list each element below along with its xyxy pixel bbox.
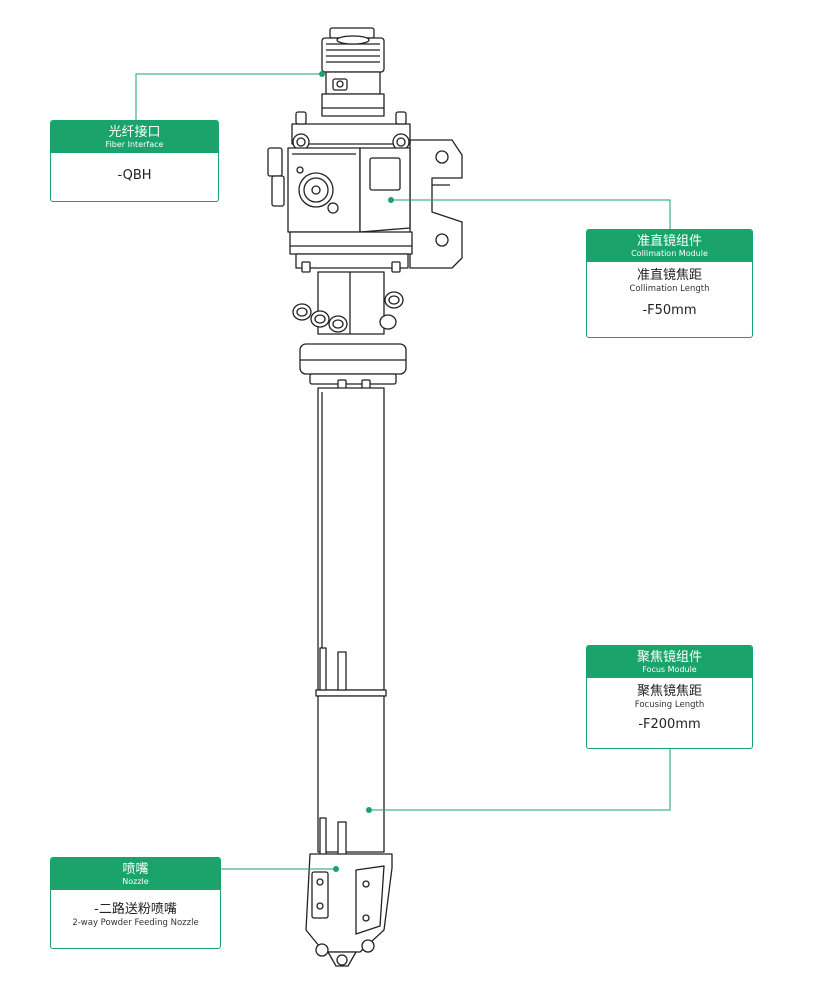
callout-title-cn: 喷嘴 — [122, 862, 149, 877]
fiber-leader — [135, 73, 322, 120]
callout-title-cn: 光纤接口 — [108, 125, 161, 140]
callout-body: -QBH — [51, 153, 218, 184]
focus-leader — [369, 748, 671, 811]
callout-title-en: Fiber Interface — [105, 140, 164, 149]
fiber-connector — [321, 27, 385, 117]
callout-collimation-module: 准直镜组件 Collimation Module 准直镜焦距 Collimati… — [586, 229, 753, 338]
callout-title-en: Focus Module — [642, 665, 697, 674]
callout-header: 聚焦镜组件 Focus Module — [587, 646, 752, 678]
callout-header: 喷嘴 Nozzle — [51, 858, 220, 890]
callout-title-cn: 聚焦镜组件 — [636, 650, 702, 665]
callout-body: -二路送粉喷嘴 2-way Powder Feeding Nozzle — [51, 890, 220, 929]
collimation-spec-cn: 准直镜焦距 — [636, 268, 702, 283]
collimation-block — [267, 111, 463, 273]
focus-value: -F200mm — [638, 717, 701, 732]
fiber-value: -QBH — [117, 168, 152, 183]
focus-spec-cn: 聚焦镜焦距 — [636, 684, 702, 699]
callout-title-cn: 准直镜组件 — [636, 234, 702, 249]
nozzle-value-cn: -二路送粉喷嘴 — [94, 902, 177, 917]
nozzle-assembly — [305, 853, 393, 967]
collimation-value: -F50mm — [642, 303, 697, 318]
nozzle-leader-dot — [333, 866, 339, 872]
fiber-leader-dot — [319, 71, 325, 77]
focus-leader-dot — [366, 807, 372, 813]
collimation-leader-dot — [388, 197, 394, 203]
callout-focus-module: 聚焦镜组件 Focus Module 聚焦镜焦距 Focusing Length… — [586, 645, 753, 749]
callout-body: 聚焦镜焦距 Focusing Length -F200mm — [587, 678, 752, 733]
collimation-leader — [391, 199, 671, 230]
flange — [299, 343, 407, 391]
callout-header: 光纤接口 Fiber Interface — [51, 121, 218, 153]
callout-title-en: Nozzle — [122, 877, 149, 886]
gas-inlet-section — [292, 271, 404, 335]
collimation-spec-en: Collimation Length — [629, 284, 710, 294]
nozzle-value-en: 2-way Powder Feeding Nozzle — [72, 918, 199, 928]
focus-tube — [315, 387, 387, 859]
callout-title-en: Collimation Module — [631, 249, 708, 258]
focus-spec-en: Focusing Length — [634, 700, 705, 710]
callout-header: 准直镜组件 Collimation Module — [587, 230, 752, 262]
callout-body: 准直镜焦距 Collimation Length -F50mm — [587, 262, 752, 319]
callout-nozzle: 喷嘴 Nozzle -二路送粉喷嘴 2-way Powder Feeding N… — [50, 857, 221, 949]
callout-fiber-interface: 光纤接口 Fiber Interface -QBH — [50, 120, 219, 202]
